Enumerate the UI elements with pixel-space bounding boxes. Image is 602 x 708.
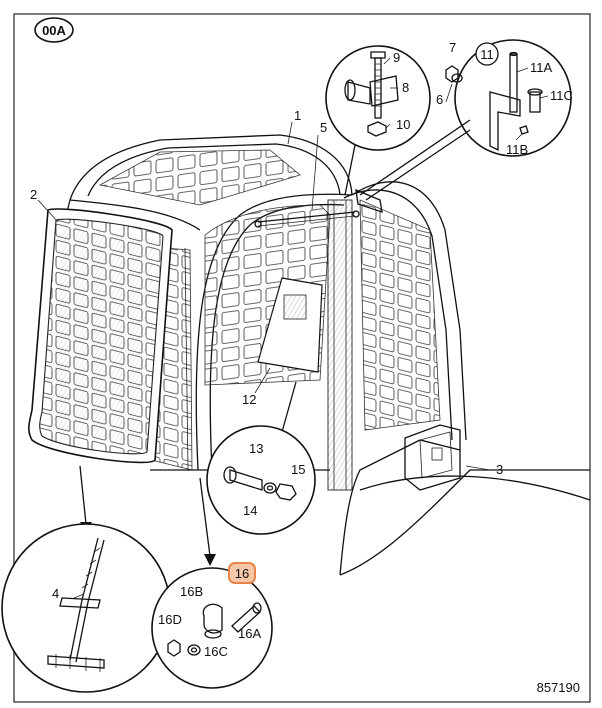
drawing-number: 857190 [537,680,580,695]
callout-1: 1 [294,108,301,123]
detail-door-strut [1,465,171,693]
callout-14: 14 [243,503,257,518]
callout-16a: 16A [238,626,261,641]
callout-10: 10 [396,117,410,132]
callout-3: 3 [496,462,503,477]
callout-4: 4 [52,586,59,601]
leader-lines [37,57,549,599]
callout-11: 11 [480,47,494,62]
badge-text: 00A [42,23,66,38]
frame-border [13,13,591,703]
callout-6: 6 [436,92,443,107]
callout-8: 8 [402,80,409,95]
detail-hinge-pin [359,39,572,201]
callout-9: 9 [393,50,400,65]
callout-5: 5 [320,120,327,135]
nut-washer [445,65,463,83]
callout-16d: 16D [158,612,182,627]
detail-clamp-kit [151,477,273,689]
callout-7: 7 [449,40,456,55]
cab-panel [257,277,323,373]
callout-11b: 11B [506,142,528,157]
view-badge: 00A [34,17,74,43]
callout-12: 12 [242,392,256,407]
callout-16: 16 [235,566,249,581]
callout-16b: 16B [180,584,203,599]
latch-bracket [404,424,461,491]
detail-hinge-clamp [325,45,431,196]
cab-door [28,208,173,464]
callout-13: 13 [249,441,263,456]
callout-16c: 16C [204,644,228,659]
callout-11c: 11C [550,88,573,103]
callout-labels: 1 2 3 4 5 6 7 8 9 10 11 11A 11B 11C 12 1… [30,40,573,659]
detail-bolt-set [206,381,316,535]
callout-15: 15 [291,462,305,477]
callout-2: 2 [30,187,37,202]
callout-11a: 11A [530,60,552,75]
callout-11-marker: 11 [475,42,499,66]
callout-16-marker: 16 [228,562,256,584]
